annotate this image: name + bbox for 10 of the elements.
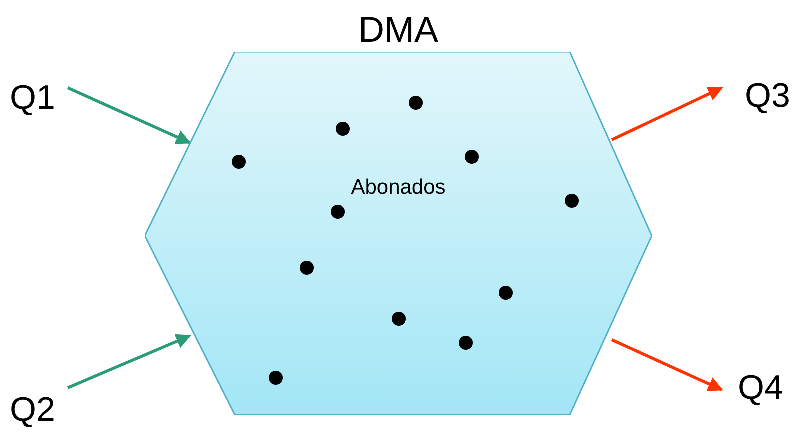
flow-label: Q4	[738, 371, 784, 405]
flow-label: Q1	[10, 81, 56, 115]
arrow	[611, 86, 724, 142]
flow-label: Q2	[10, 393, 56, 427]
area-label: Abonados	[351, 176, 446, 200]
area-title: DMA	[358, 12, 438, 48]
arrow	[67, 86, 192, 144]
flow-label: Q3	[745, 79, 790, 113]
arrow	[611, 338, 724, 392]
arrow	[67, 334, 192, 390]
